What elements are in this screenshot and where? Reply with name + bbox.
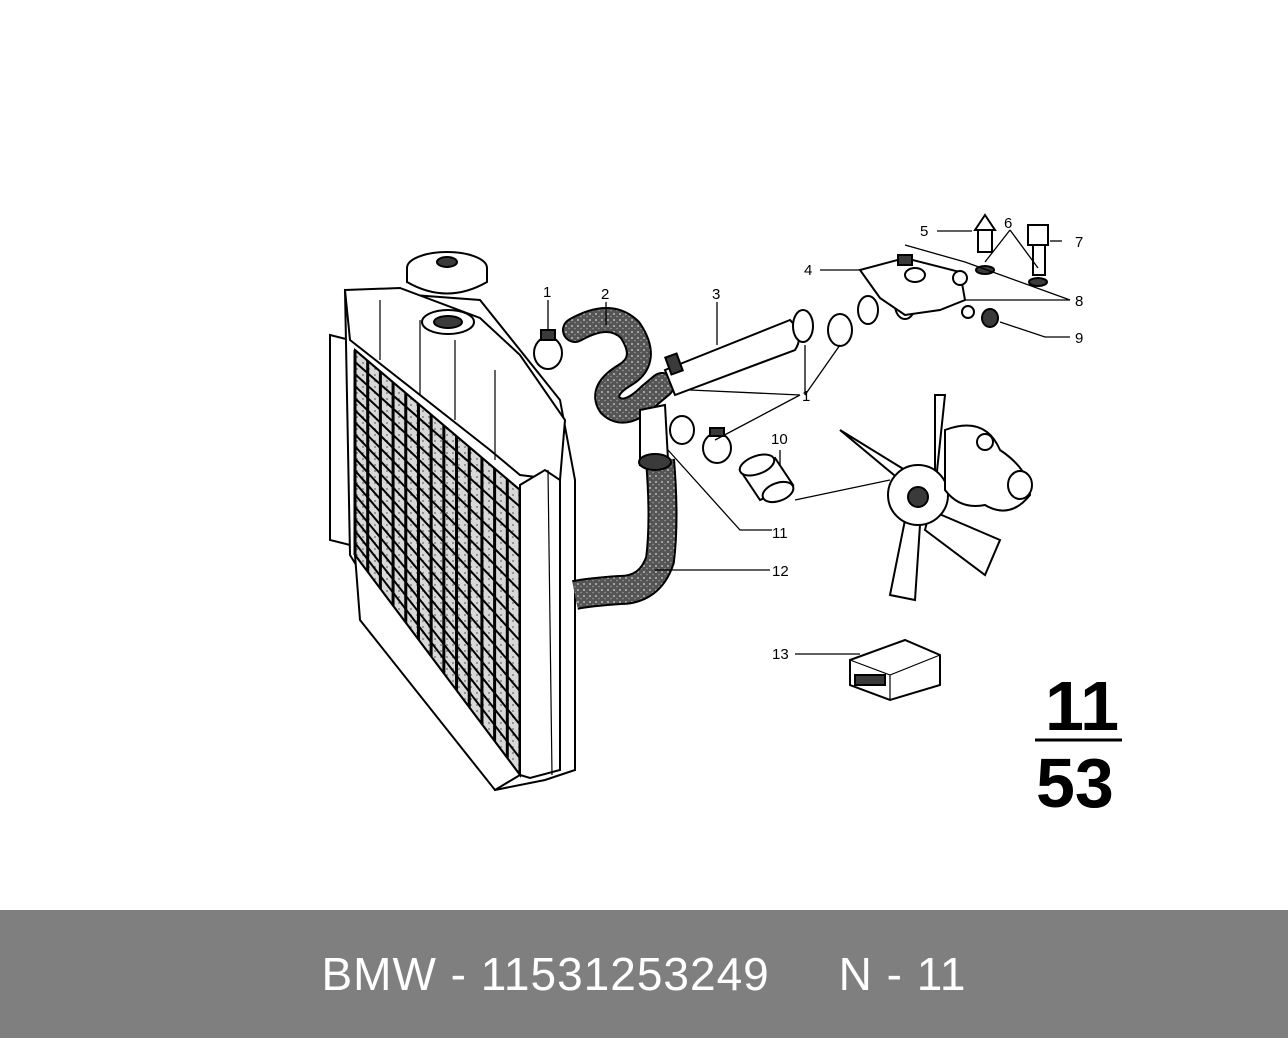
bypass-hose — [663, 318, 800, 397]
callout-labels: 1 2 3 4 5 6 7 8 9 10 11 12 13 1 — [543, 215, 1083, 663]
callout-4: 4 — [804, 262, 812, 279]
callout-5: 5 — [920, 223, 928, 240]
temperature-sensor-5 — [973, 213, 997, 275]
callout-1-lower: 1 — [802, 388, 810, 405]
callout-1: 1 — [543, 284, 551, 301]
radiator — [329, 286, 576, 792]
callout-8: 8 — [1075, 293, 1083, 310]
callout-11: 11 — [772, 525, 788, 542]
group-number-top: 11 — [1045, 667, 1119, 745]
part-caption: BMW - 11531253249 N - 11 — [321, 948, 967, 1000]
callout-9: 9 — [1075, 330, 1083, 347]
fan-water-pump — [839, 394, 1033, 602]
module-13 — [849, 638, 941, 702]
lower-hose — [572, 403, 678, 610]
callout-7: 7 — [1075, 234, 1083, 251]
plug-9 — [981, 308, 999, 328]
leader-lines — [547, 229, 1071, 655]
thermostat-housing — [858, 254, 968, 317]
upper-hose — [562, 307, 675, 424]
hose-clamp-1 — [533, 329, 563, 370]
callout-10: 10 — [771, 431, 788, 448]
group-number: 11 53 — [1035, 667, 1122, 822]
callout-3: 3 — [712, 286, 720, 303]
gasket-8 — [961, 305, 975, 319]
callout-13: 13 — [772, 646, 789, 663]
callout-6: 6 — [1004, 215, 1012, 232]
callout-12: 12 — [772, 563, 789, 580]
caption-bar: BMW - 11531253249 N - 11 — [0, 910, 1288, 1038]
hose-clamp-11 — [669, 415, 732, 464]
temperature-sensor-7 — [1027, 224, 1049, 287]
group-number-bottom: 53 — [1036, 744, 1114, 822]
callout-2: 2 — [601, 286, 609, 303]
parts-diagram: 1 2 3 4 5 6 7 8 9 10 11 12 13 1 11 53 — [329, 213, 1122, 822]
radiator-cap — [406, 251, 488, 335]
short-hose-10 — [738, 453, 795, 504]
